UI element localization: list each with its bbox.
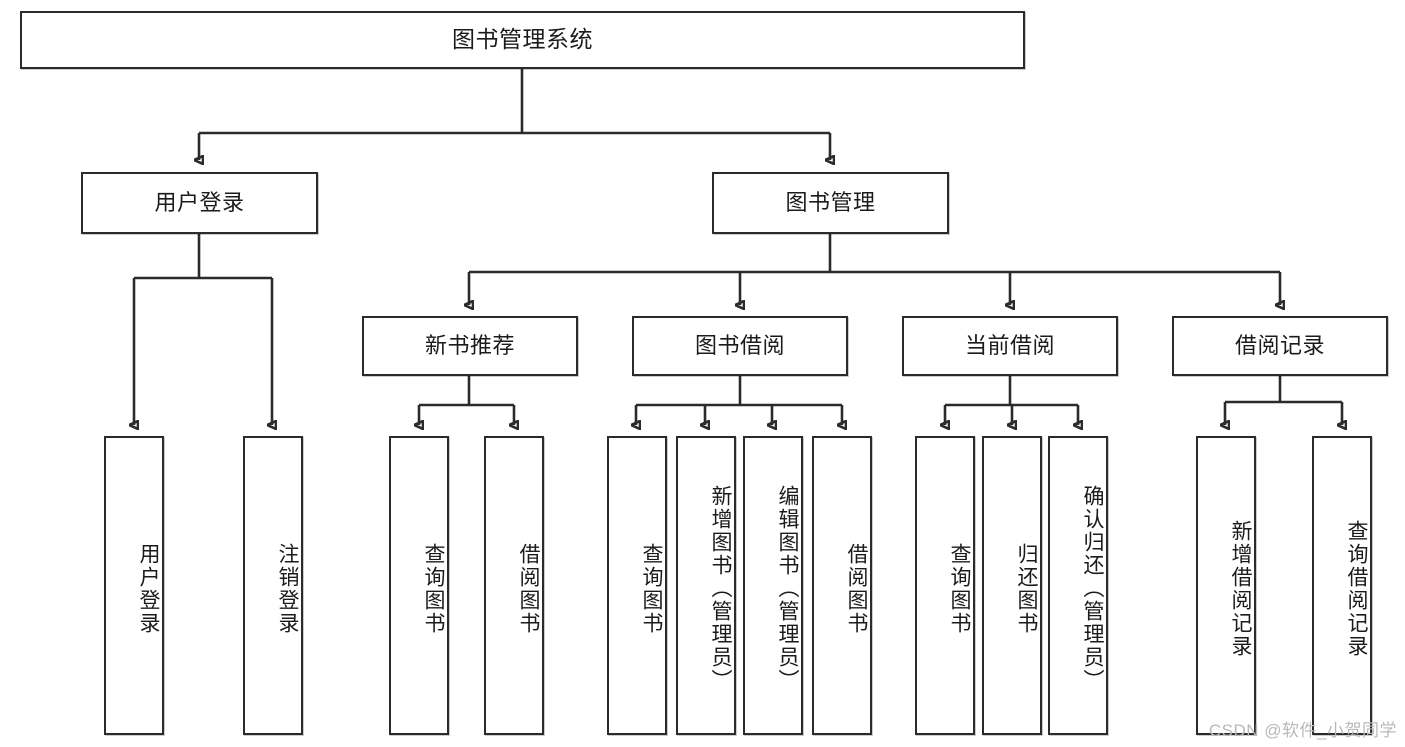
node-leaf-add-book[interactable]: 新增图书（管理员） [676,436,736,735]
node-leaf-return-book-label: 归还图书 [1015,542,1038,635]
node-leaf-user-logout[interactable]: 注销登录 [243,436,303,735]
node-current-borrow[interactable]: 当前借阅 [902,316,1118,376]
node-leaf-query-book-2-label: 查询图书 [640,542,663,635]
node-borrow-record-label: 借阅记录 [1234,332,1325,358]
node-root[interactable]: 图书管理系统 [20,11,1025,69]
node-leaf-user-login[interactable]: 用户登录 [104,436,164,735]
node-leaf-user-logout-label: 注销登录 [276,542,299,635]
node-leaf-edit-book[interactable]: 编辑图书（管理员） [743,436,803,735]
node-leaf-add-record[interactable]: 新增借阅记录 [1196,436,1256,735]
node-leaf-return-book[interactable]: 归还图书 [982,436,1042,735]
node-leaf-user-login-label: 用户登录 [137,542,160,635]
node-leaf-borrow-book-1-label: 借阅图书 [517,542,540,635]
node-leaf-query-book-3[interactable]: 查询图书 [915,436,975,735]
node-leaf-confirm-return[interactable]: 确认归还（管理员） [1048,436,1108,735]
node-leaf-query-book-3-label: 查询图书 [948,542,971,635]
node-user-login[interactable]: 用户登录 [81,172,318,234]
node-book-borrow-label: 图书借阅 [694,332,785,358]
node-leaf-query-book-1[interactable]: 查询图书 [389,436,449,735]
node-borrow-record[interactable]: 借阅记录 [1172,316,1388,376]
node-leaf-query-record-label: 查询借阅记录 [1345,519,1368,658]
node-root-label: 图书管理系统 [452,26,593,53]
node-leaf-borrow-book-2[interactable]: 借阅图书 [812,436,872,735]
node-leaf-query-book-2[interactable]: 查询图书 [607,436,667,735]
watermark: CSDN @软件_小贺同学 [1208,721,1397,740]
node-new-book-recommend[interactable]: 新书推荐 [362,316,578,376]
node-leaf-borrow-book-2-label: 借阅图书 [845,542,868,635]
node-leaf-query-record[interactable]: 查询借阅记录 [1312,436,1372,735]
node-leaf-add-record-label: 新增借阅记录 [1229,519,1252,658]
node-user-login-label: 用户登录 [154,189,245,215]
node-new-book-recommend-label: 新书推荐 [424,332,515,358]
node-leaf-confirm-return-label: 确认归还（管理员） [1081,485,1104,692]
node-leaf-add-book-label: 新增图书（管理员） [709,485,732,692]
node-book-manage[interactable]: 图书管理 [712,172,949,234]
node-current-borrow-label: 当前借阅 [964,332,1055,358]
node-leaf-query-book-1-label: 查询图书 [422,542,445,635]
node-book-borrow[interactable]: 图书借阅 [632,316,848,376]
node-leaf-edit-book-label: 编辑图书（管理员） [776,485,799,692]
node-book-manage-label: 图书管理 [785,189,876,215]
node-leaf-borrow-book-1[interactable]: 借阅图书 [484,436,544,735]
